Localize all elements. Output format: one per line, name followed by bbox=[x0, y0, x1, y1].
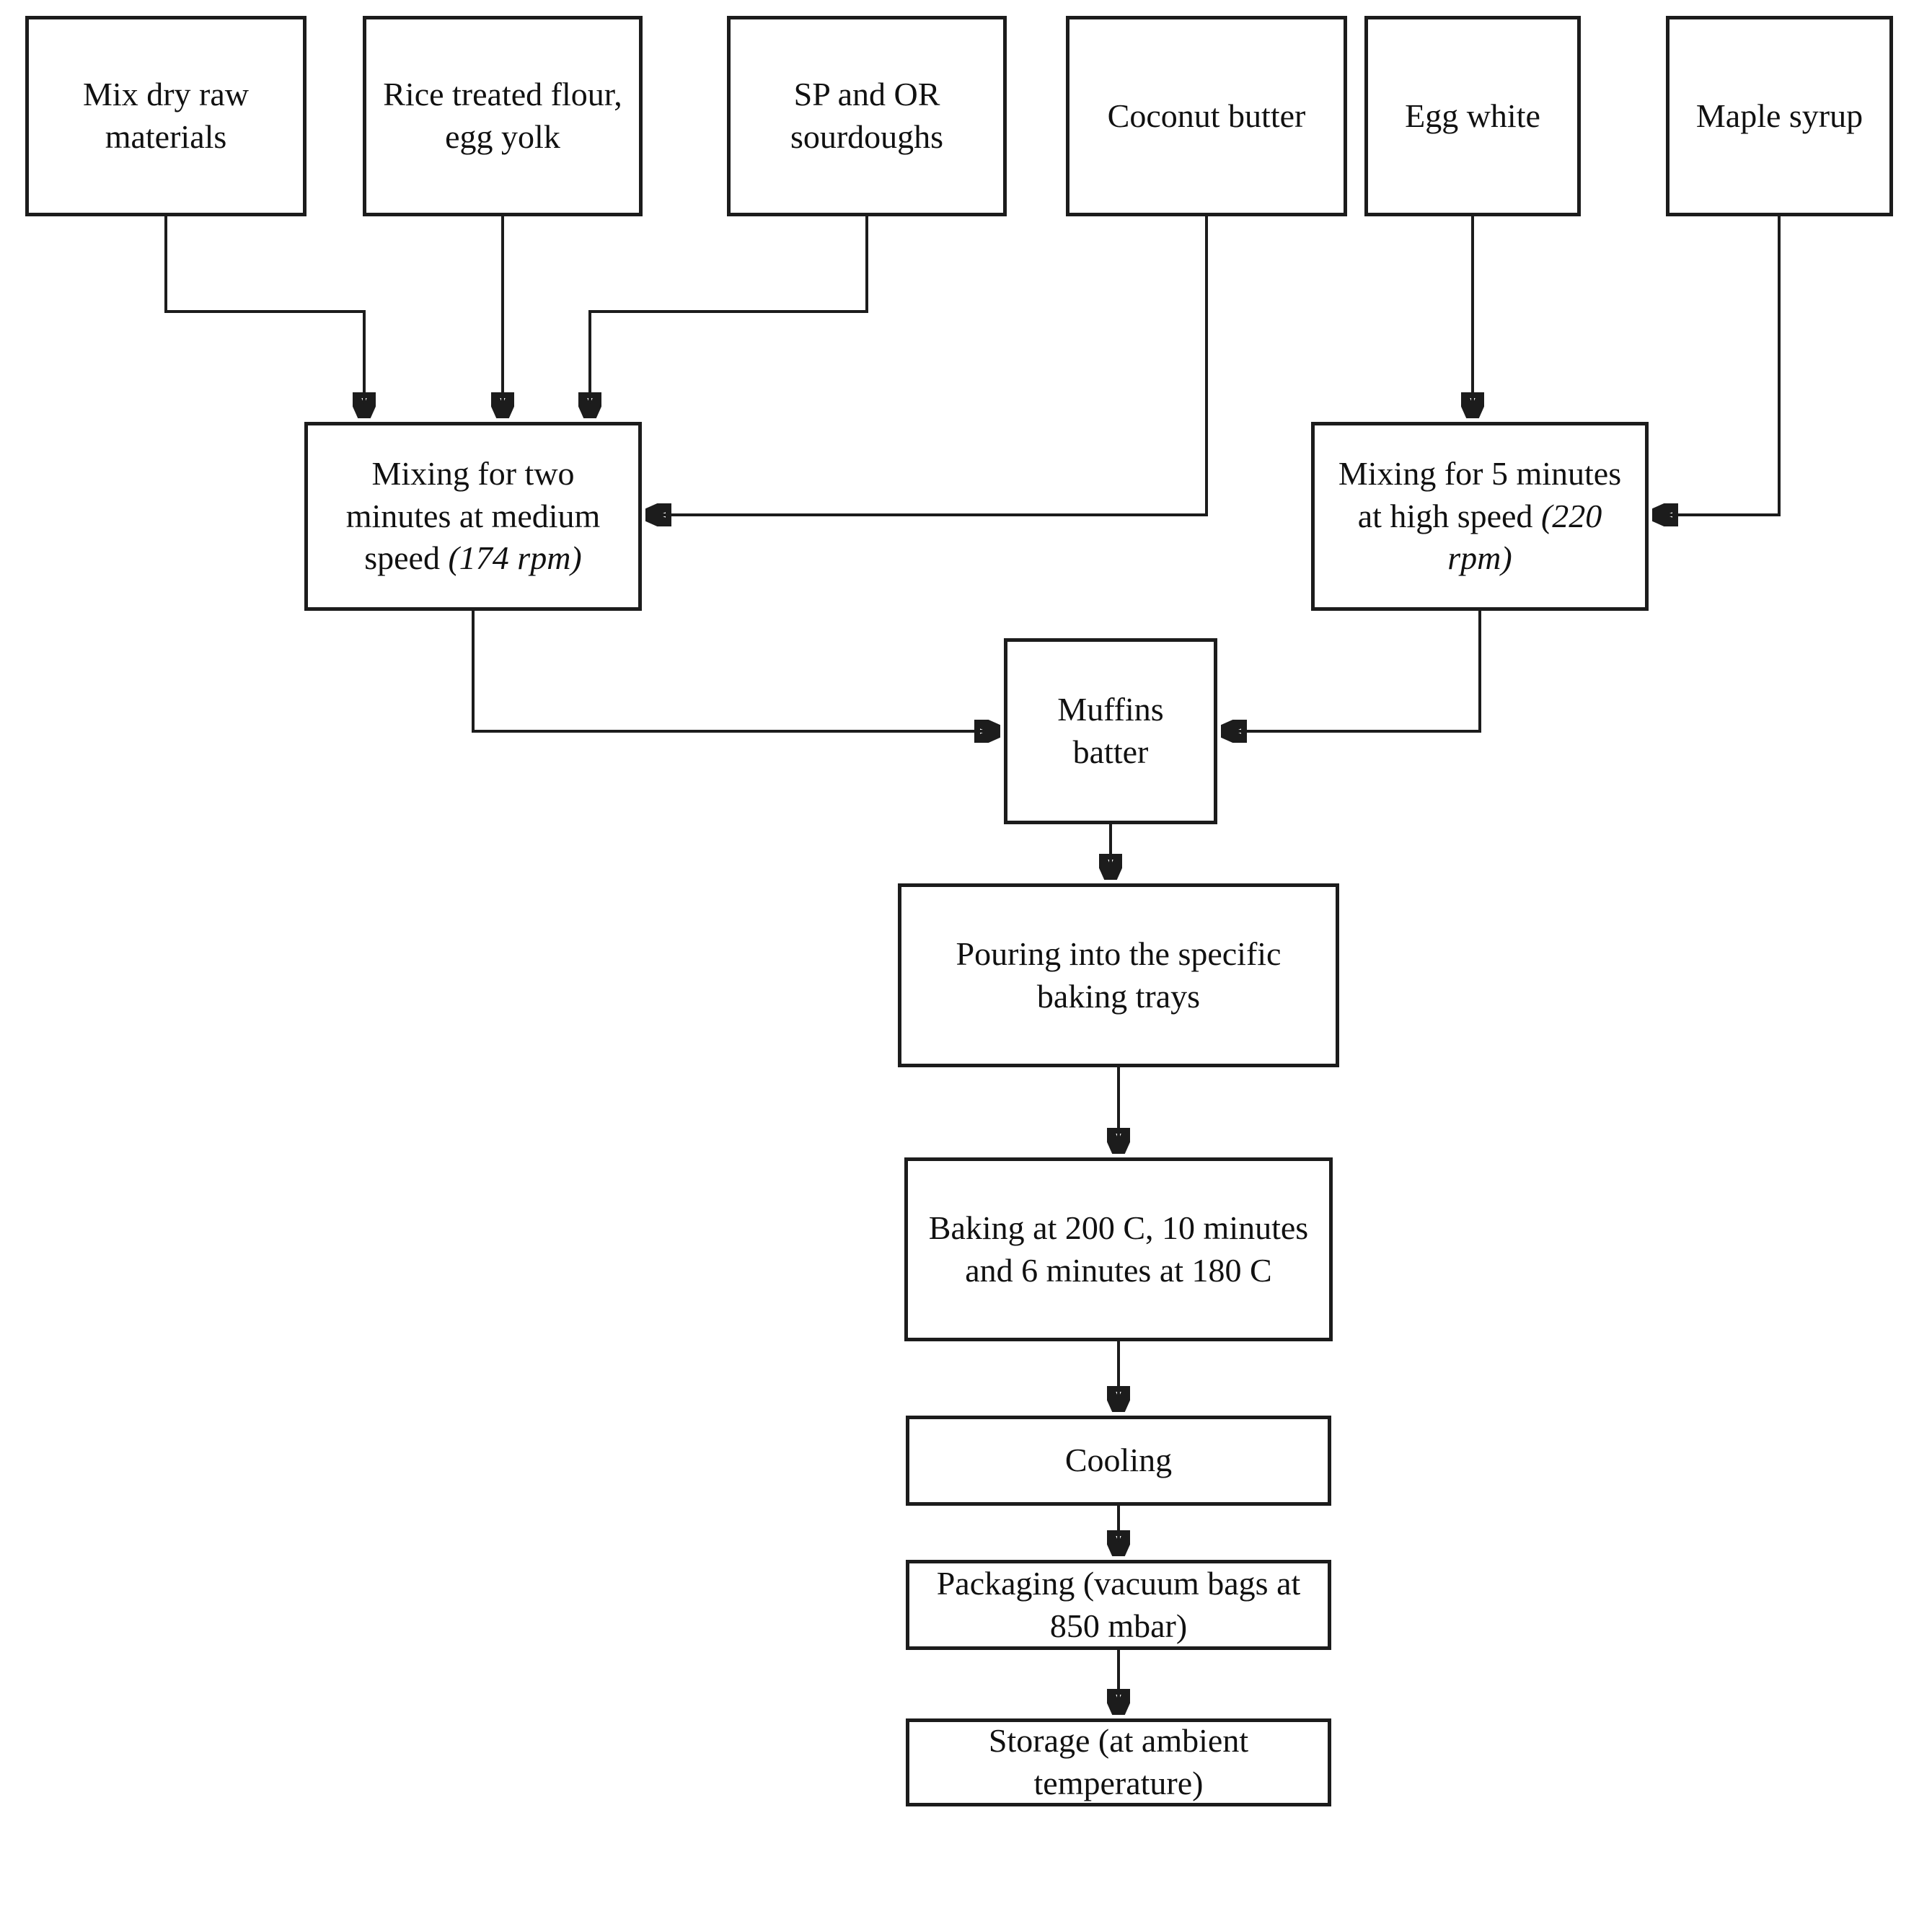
node-packaging: Packaging (vacuum bags at 850 mbar) bbox=[906, 1560, 1331, 1650]
node-label: SP and OR sourdoughs bbox=[790, 76, 944, 155]
node-label: Cooling bbox=[1064, 1442, 1173, 1479]
node-label: Egg white bbox=[1405, 97, 1540, 134]
node-muffins-batter: Muffins batter bbox=[1004, 638, 1217, 824]
node-storage: Storage (at ambient temperature) bbox=[906, 1718, 1331, 1806]
node-mixing-medium-speed: Mixing for two minutes at medium speed (… bbox=[304, 422, 642, 611]
edge-sourdoughs-to-mixing-medium bbox=[590, 216, 868, 417]
node-egg-white: Egg white bbox=[1364, 16, 1581, 216]
node-label: Mix dry raw materials bbox=[83, 76, 249, 155]
node-label: Mixing for two minutes at medium speed (… bbox=[345, 454, 601, 577]
node-baking: Baking at 200 C, 10 minutes and 6 minute… bbox=[904, 1157, 1333, 1341]
edge-mixing-high-to-batter bbox=[1222, 611, 1481, 731]
node-maple-syrup: Maple syrup bbox=[1666, 16, 1893, 216]
node-label: Maple syrup bbox=[1695, 97, 1863, 134]
node-label: Packaging (vacuum bags at 850 mbar) bbox=[936, 1564, 1301, 1644]
node-coconut-butter: Coconut butter bbox=[1066, 16, 1347, 216]
edge-mix-dry-to-mixing-medium bbox=[164, 216, 364, 417]
edge-mixing-medium-to-batter bbox=[472, 611, 999, 731]
node-label-italic: (220 rpm) bbox=[1447, 497, 1602, 577]
node-mix-dry-raw-materials: Mix dry raw materials bbox=[25, 16, 306, 216]
node-pouring-into-baking-trays: Pouring into the specific baking trays bbox=[898, 883, 1339, 1067]
node-label-italic: (174 rpm) bbox=[448, 539, 582, 577]
edge-coconut-to-mixing-medium bbox=[647, 216, 1208, 515]
node-sp-and-or-sourdoughs: SP and OR sourdoughs bbox=[727, 16, 1007, 216]
node-label: Mixing for 5 minutes at high speed (220 … bbox=[1338, 454, 1622, 577]
node-label: Muffins batter bbox=[1057, 691, 1164, 770]
node-mixing-high-speed: Mixing for 5 minutes at high speed (220 … bbox=[1311, 422, 1649, 611]
node-label: Pouring into the specific baking trays bbox=[956, 935, 1282, 1015]
node-label: Coconut butter bbox=[1107, 97, 1306, 134]
node-label: Storage (at ambient temperature) bbox=[988, 1722, 1249, 1801]
node-cooling: Cooling bbox=[906, 1416, 1331, 1506]
node-rice-treated-flour-egg-yolk: Rice treated flour, egg yolk bbox=[363, 16, 643, 216]
edge-maple-to-mixing-high bbox=[1654, 216, 1781, 515]
node-label: Rice treated flour, egg yolk bbox=[383, 76, 622, 155]
node-label: Baking at 200 C, 10 minutes and 6 minute… bbox=[928, 1209, 1309, 1289]
